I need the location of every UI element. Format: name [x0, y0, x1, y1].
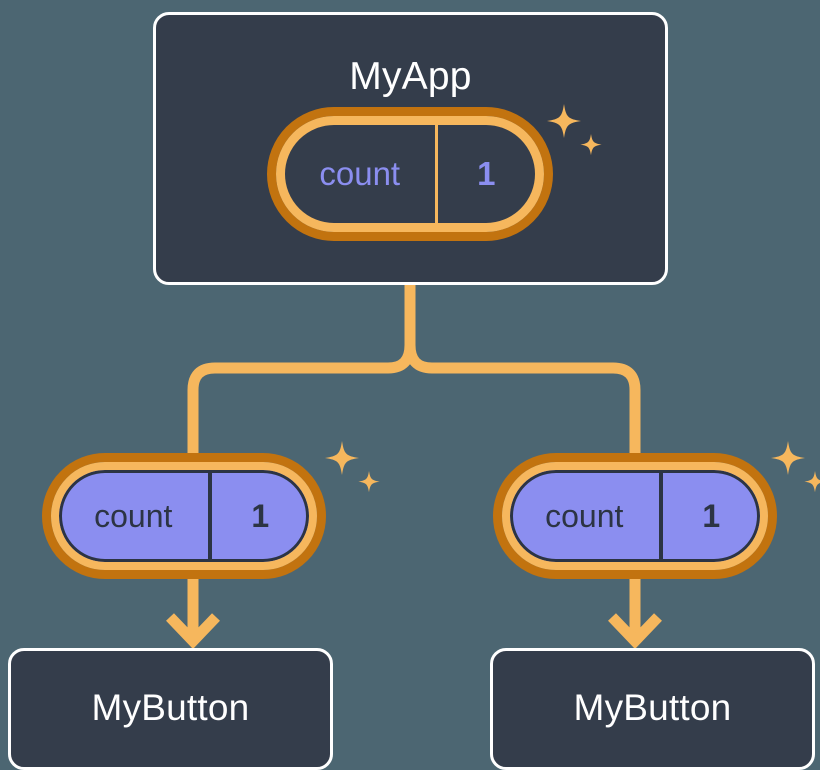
- state-pill-body: count 1: [502, 462, 768, 570]
- wire-branch-left: [187, 344, 416, 470]
- arrowhead-right: [608, 613, 662, 649]
- state-value: 1: [477, 155, 496, 192]
- state-pill-myapp[interactable]: count 1: [267, 107, 553, 241]
- state-pill-body: count 1: [276, 116, 544, 232]
- wire-branch-right: [404, 344, 641, 470]
- state-key: count: [285, 125, 438, 223]
- component-label-myapp: MyApp: [349, 55, 472, 98]
- state-key: count: [510, 470, 663, 562]
- component-box-mybutton-right[interactable]: MyButton: [490, 648, 815, 770]
- state-pill-child-left[interactable]: count 1: [42, 453, 326, 579]
- component-box-mybutton-left[interactable]: MyButton: [8, 648, 333, 770]
- state-pill-child-right[interactable]: count 1: [493, 453, 777, 579]
- component-label-mybutton: MyButton: [91, 687, 250, 728]
- state-value: 1: [251, 497, 270, 534]
- component-label-mybutton: MyButton: [573, 687, 732, 728]
- state-pill-body: count 1: [51, 462, 317, 570]
- state-value: 1: [702, 497, 721, 534]
- sparkles-icon: [325, 441, 380, 493]
- state-key: count: [59, 470, 212, 562]
- arrowhead-left: [166, 613, 220, 649]
